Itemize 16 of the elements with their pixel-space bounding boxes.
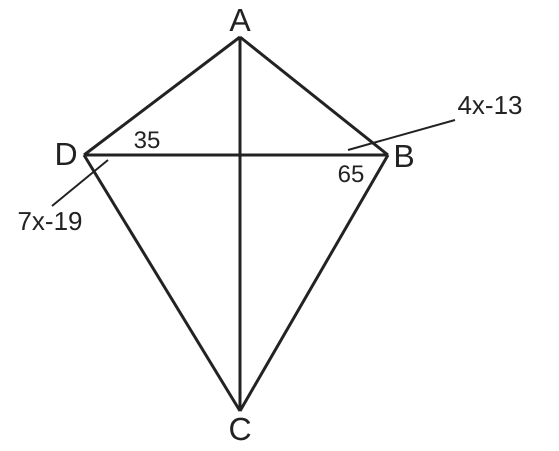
line-segment <box>84 154 388 156</box>
angle-measure: 35 <box>132 128 162 154</box>
leader-line <box>348 119 456 151</box>
leader-line <box>51 159 109 207</box>
expression-label: 7x-19 <box>0 206 100 236</box>
vertex-label: B <box>388 140 420 172</box>
vertex-label: A <box>222 2 258 37</box>
line-segment <box>82 154 242 412</box>
angle-measure: 65 <box>336 162 366 188</box>
line-segment <box>238 154 390 412</box>
line-segment <box>239 36 389 156</box>
vertex-label: D <box>48 136 84 172</box>
expression-label: 4x-13 <box>430 90 550 120</box>
line-segment <box>83 36 241 156</box>
line-segment <box>238 37 242 411</box>
vertex-label: C <box>222 411 258 447</box>
